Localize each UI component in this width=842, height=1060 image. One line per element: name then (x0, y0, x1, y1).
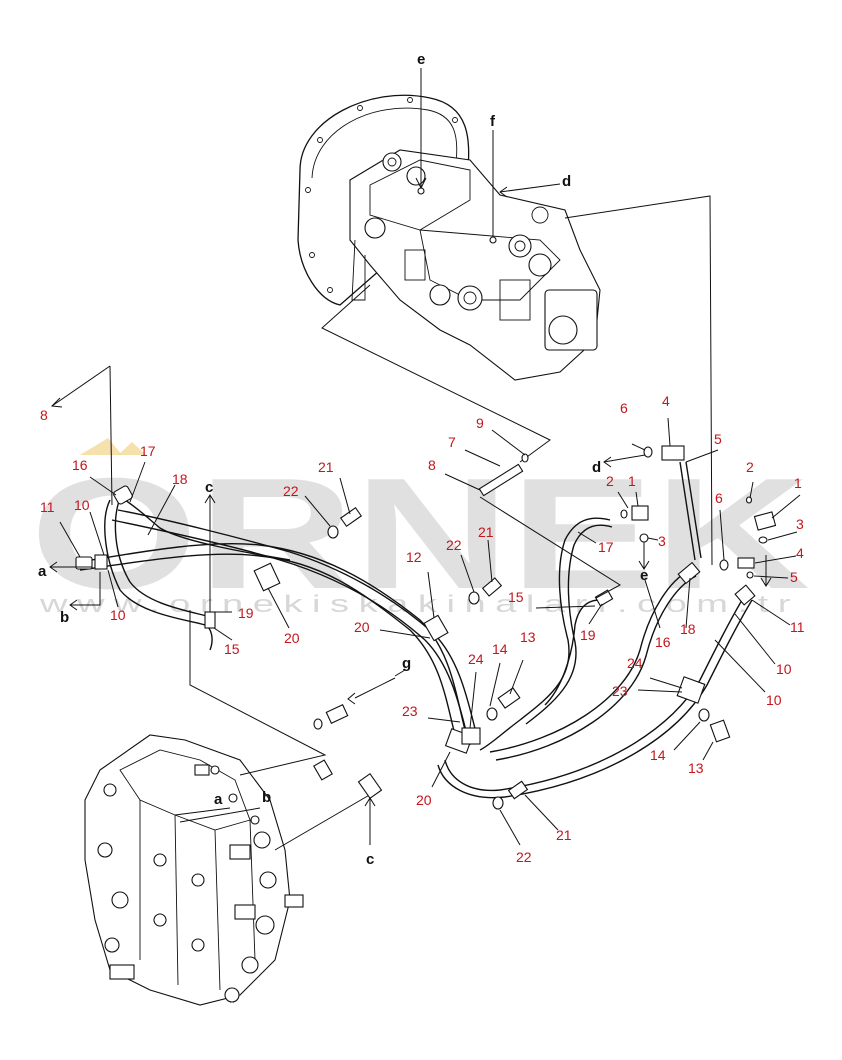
callout-16-right: 16 (655, 634, 671, 650)
callout-18-left: 18 (172, 471, 188, 487)
callout-9: 9 (476, 415, 484, 431)
callout-4-top: 4 (662, 393, 670, 409)
callout-20-mid: 20 (354, 619, 370, 635)
letter-a-valve: a (214, 791, 223, 808)
callout-6-top: 6 (620, 400, 628, 416)
callout-22-mid: 22 (446, 537, 462, 553)
letter-e-right: e (640, 567, 648, 584)
callout-24-right: 24 (627, 655, 643, 671)
callout-13-right: 13 (688, 760, 704, 776)
callout-20-left: 20 (284, 630, 300, 646)
callout-11-left: 11 (40, 499, 55, 515)
callout-23-mid: 23 (402, 703, 418, 719)
callout-20-bottom: 20 (416, 792, 432, 808)
letter-b-valve: b (262, 789, 271, 806)
callout-15-left: 15 (224, 641, 240, 657)
letter-d-right: d (592, 459, 601, 476)
callout-10-upper-left: 10 (74, 497, 90, 513)
callout-5-top: 5 (714, 431, 722, 447)
callout-3-right: 3 (796, 516, 804, 532)
callout-10-right-upper: 10 (776, 661, 792, 677)
callout-7: 7 (448, 434, 456, 450)
letter-g: g (402, 655, 411, 672)
callout-23-right: 23 (612, 683, 628, 699)
watermark-accent-right (118, 442, 146, 455)
callout-1-mid: 1 (628, 473, 636, 489)
letter-b-left: b (60, 609, 69, 626)
callout-14-right: 14 (650, 747, 666, 763)
control-valve-assembly (84, 734, 304, 1006)
letter-a-left: a (38, 563, 47, 580)
callout-19-mid: 19 (580, 627, 596, 643)
callout-11-right: 11 (790, 619, 805, 635)
callout-2-mid: 2 (606, 473, 614, 489)
callout-22-bottom: 22 (516, 849, 532, 865)
pump-leaders (321, 68, 713, 566)
watermark-url: www.ornekiskakinaları.com.tr (38, 591, 800, 618)
callout-16-left: 16 (72, 457, 88, 473)
callout-18-right: 18 (680, 621, 696, 637)
valve-fittings (189, 610, 396, 851)
fittings (75, 445, 777, 810)
callout-5-right: 5 (790, 569, 798, 585)
callout-3-mid: 3 (658, 533, 666, 549)
callout-12: 12 (406, 549, 422, 565)
watermark: ORNEK www.ornekiskakinaları.com.tr (30, 438, 810, 622)
callout-21-bottom: 21 (556, 827, 572, 843)
connection-letters: e f d d e c a b g a b c 8 (38, 51, 648, 868)
callout-17-left: 17 (140, 443, 156, 459)
callout-8: 8 (428, 457, 436, 473)
letter-c-valve: c (366, 851, 374, 868)
main-pump-assembly (297, 94, 601, 381)
callout-21-mid: 21 (478, 524, 494, 540)
callout-17-mid: 17 (598, 539, 614, 555)
edge-label-8: 8 (40, 407, 48, 423)
callout-15-mid: 15 (508, 589, 524, 605)
letter-d-top: d (562, 173, 571, 190)
callout-1-right: 1 (794, 475, 802, 491)
callout-numbers: 16 17 18 10 11 10 19 15 20 22 21 8 7 9 2… (40, 393, 805, 865)
callout-4-right: 4 (796, 545, 804, 561)
callout-leaders (49, 365, 801, 846)
callout-6-right: 6 (715, 490, 723, 506)
hose-bundle (79, 461, 753, 799)
letter-c-top: c (205, 479, 213, 496)
callout-10-right-lower: 10 (766, 692, 782, 708)
callout-24-mid: 24 (468, 651, 484, 667)
letter-f: f (490, 113, 496, 130)
letter-e-top: e (417, 51, 425, 68)
watermark-brand: ORNEK (30, 446, 810, 622)
callout-14-mid: 14 (492, 641, 508, 657)
callout-22-left: 22 (283, 483, 299, 499)
callout-19-left: 19 (238, 605, 254, 621)
callout-2-right: 2 (746, 459, 754, 475)
callout-13-mid: 13 (520, 629, 536, 645)
callout-21-left: 21 (318, 459, 334, 475)
callout-10-lower-left: 10 (110, 607, 126, 623)
